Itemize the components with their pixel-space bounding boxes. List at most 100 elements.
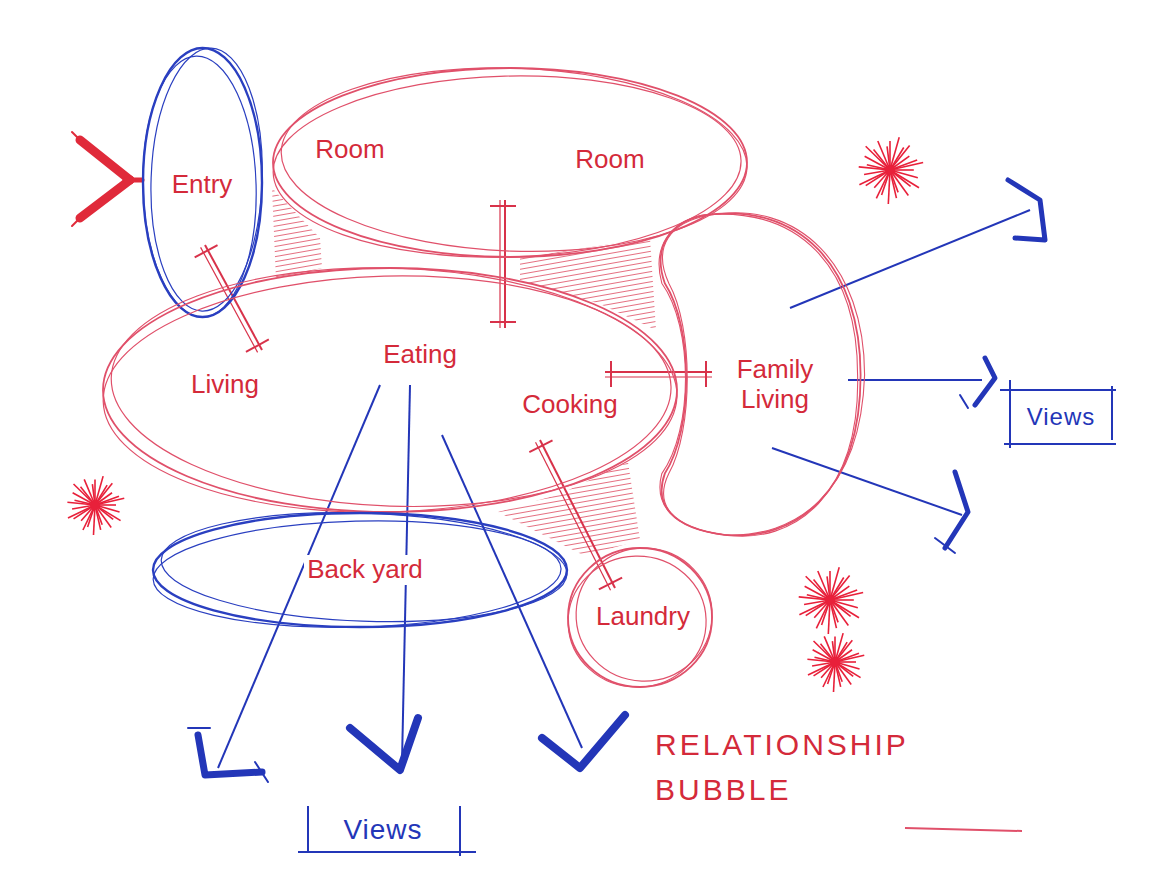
frame-line — [1000, 389, 1116, 391]
bubble-label: Room — [572, 145, 647, 175]
tree-stroke — [859, 170, 890, 185]
bubble-stroke — [147, 46, 267, 313]
adjacency-link-stroke — [605, 376, 712, 377]
bubble-stroke — [103, 268, 677, 512]
connector-tick — [610, 361, 612, 387]
tree-center — [830, 657, 840, 667]
frame-line — [1111, 386, 1113, 440]
adjacency-link-group — [490, 200, 516, 328]
view-mark — [960, 395, 968, 408]
frame-line — [1004, 443, 1116, 445]
adjacency-link-stroke — [499, 200, 500, 328]
bubble-label: Room — [312, 135, 387, 165]
laundry-bubble: Laundry — [565, 545, 715, 690]
tree-symbols — [67, 137, 923, 692]
diagram-title: RELATIONSHIP BUBBLE — [655, 722, 975, 812]
tree-stroke — [890, 162, 923, 170]
bubble-label: Back yard — [304, 555, 426, 585]
connector-tick — [246, 339, 269, 351]
frame-line — [459, 806, 461, 856]
views-label: Views — [343, 814, 422, 846]
tree-center — [825, 595, 835, 605]
entry-arrow — [72, 132, 142, 226]
tree-symbol — [807, 633, 864, 692]
adjacency-link-group — [605, 361, 712, 387]
arrow-stroke — [80, 140, 130, 180]
title-underline — [905, 828, 1022, 831]
entry-bubble: Entry — [140, 45, 265, 320]
bubble-label: Eating — [380, 340, 460, 370]
tree-center — [90, 500, 100, 510]
view-mark — [255, 762, 268, 782]
arrow-stroke — [125, 178, 142, 183]
bubble-label: Laundry — [593, 602, 693, 632]
tree-center — [885, 165, 895, 175]
view-mark — [975, 358, 995, 405]
adjacency-link-group — [529, 440, 622, 590]
bubble-label: Cooking — [519, 390, 620, 420]
living-bubble: Living EatingCooking — [100, 265, 680, 515]
tree-symbol — [859, 137, 923, 204]
view-lines — [218, 210, 1030, 768]
arrow-stroke — [72, 210, 88, 226]
connector-tick — [490, 321, 516, 323]
tree-stroke — [830, 592, 863, 600]
bubble-label: Family Living — [707, 355, 843, 415]
backyard-bubble: Back yard — [150, 510, 570, 630]
view-line — [772, 448, 962, 515]
views-frames — [298, 380, 1116, 856]
tree-stroke — [866, 146, 890, 170]
view-line — [848, 379, 982, 381]
tree-symbol — [799, 567, 863, 634]
view-mark — [188, 727, 210, 729]
room-bubble: Room Room — [270, 65, 750, 260]
connector-tick — [599, 578, 622, 590]
view-mark — [542, 715, 625, 768]
tree-symbol — [67, 476, 124, 535]
frame-line — [307, 806, 309, 852]
bubble-stroke — [271, 70, 744, 263]
bubble-stroke — [152, 516, 563, 633]
tree-stroke — [806, 576, 830, 600]
tree-stroke — [890, 170, 919, 188]
arrow-stroke — [80, 180, 130, 218]
view-mark — [935, 538, 955, 553]
hatch-area — [272, 188, 322, 280]
arrow-stroke — [72, 132, 88, 148]
connector-tick — [490, 205, 516, 207]
bubble-stroke — [566, 554, 707, 689]
adjacency-link-stroke — [536, 442, 611, 590]
bubble-label: Living — [188, 370, 262, 400]
tree-stroke — [830, 600, 859, 618]
bubble-stroke — [140, 55, 260, 319]
bubble-stroke — [663, 213, 865, 535]
bubble-stroke — [659, 214, 858, 536]
bubble-stroke — [661, 213, 861, 535]
adjacency-link — [605, 371, 712, 373]
bubble-stroke — [574, 546, 715, 684]
connector-tick — [195, 245, 218, 257]
view-mark — [1008, 180, 1045, 240]
view-mark — [945, 472, 968, 548]
connector-tick — [705, 361, 707, 387]
family-bubble: Family Living — [645, 205, 865, 545]
views-label: Views — [1027, 403, 1096, 431]
frame-line — [298, 851, 476, 853]
adjacency-link — [540, 440, 615, 588]
view-mark — [350, 718, 418, 770]
view-mark — [198, 735, 262, 775]
bubble-stroke — [278, 60, 750, 259]
bubble-stroke — [568, 548, 712, 687]
bubble-stroke — [107, 258, 681, 516]
tree-stroke — [799, 600, 830, 615]
connector-tick — [529, 440, 552, 452]
bubble-label: Entry — [169, 170, 236, 200]
bubble-stroke — [100, 269, 674, 520]
bubble-stroke — [153, 513, 567, 627]
bubble-stroke — [159, 506, 569, 628]
adjacency-link — [504, 200, 506, 328]
